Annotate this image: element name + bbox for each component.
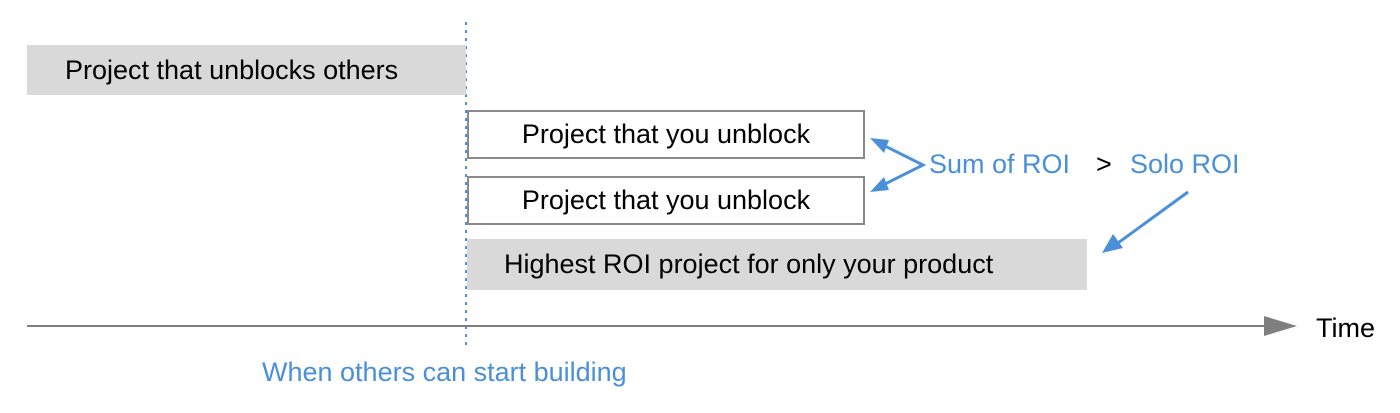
project-you-unblock-box-2: Project that you unblock	[467, 176, 865, 225]
sum-roi-arrowhead-lower	[870, 177, 889, 192]
solo-roi-arrow-line	[1117, 190, 1189, 245]
greater-than-symbol: >	[1096, 149, 1112, 179]
highest-roi-project-box: Highest ROI project for only your produc…	[467, 239, 1087, 290]
project-you-unblock-box-1: Project that you unblock	[467, 110, 865, 159]
when-others-start-label: When others can start building	[262, 357, 627, 387]
solo-roi-arrowhead	[1102, 234, 1123, 253]
highest-roi-project-label: Highest ROI project for only your produc…	[504, 249, 994, 279]
sum-roi-bracket-line	[878, 141, 927, 189]
project-you-unblock-label-1: Project that you unblock	[521, 119, 811, 149]
sum-roi-arrowhead-upper	[870, 138, 889, 153]
project-unblocks-others-label: Project that unblocks others	[65, 54, 399, 85]
solo-roi-label: Solo ROI	[1130, 149, 1240, 179]
sum-of-roi-label: Sum of ROI	[929, 149, 1071, 179]
time-axis-label: Time	[1316, 313, 1375, 343]
project-unblocks-others-box: Project that unblocks others	[27, 45, 466, 95]
project-you-unblock-label-2: Project that you unblock	[521, 185, 811, 215]
time-axis-arrowhead	[1264, 316, 1297, 336]
